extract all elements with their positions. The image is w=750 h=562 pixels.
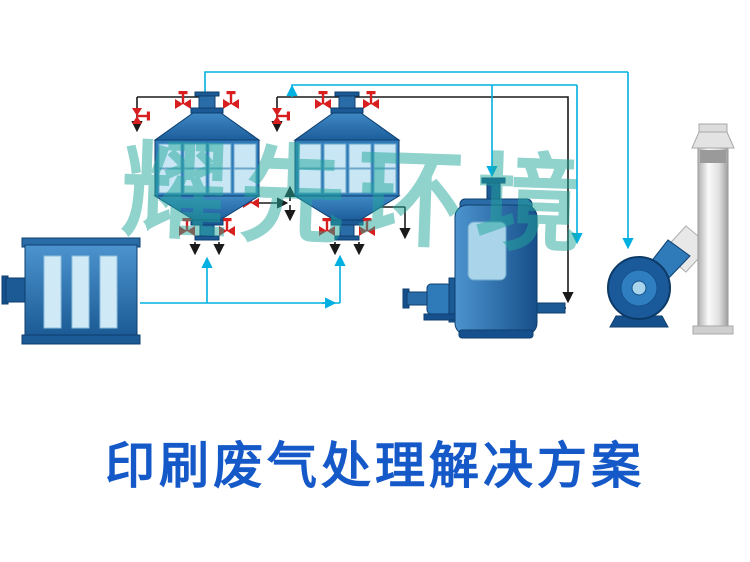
valve-icon	[272, 108, 290, 124]
centrifugal-fan-icon	[607, 239, 691, 328]
black-flow-lines	[131, 96, 574, 309]
valve-icon	[223, 91, 239, 109]
valve-icon	[315, 91, 331, 109]
circulation-pump-icon	[402, 277, 458, 323]
valve-icon	[175, 91, 191, 109]
valve-icon	[132, 108, 150, 124]
page-title: 印刷废气处理解决方案	[105, 436, 645, 495]
filter-hopper-2-icon	[294, 91, 400, 241]
cyan-flow-lines	[140, 71, 634, 309]
valve-icon	[363, 91, 379, 109]
filter-hopper-1-icon	[154, 91, 260, 241]
carbon-adsorption-box-icon	[1, 237, 141, 345]
exhaust-stack-icon	[661, 123, 735, 335]
scrubber-tank-icon	[454, 177, 566, 339]
